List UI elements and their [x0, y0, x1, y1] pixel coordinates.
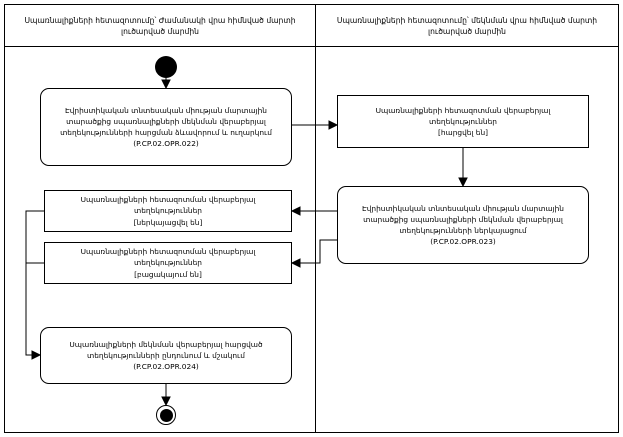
- object-node-2[interactable]: Սպառնալիքների հետազոտման վերաբերյալ տեղե…: [44, 190, 292, 232]
- activity-node-2-label: Էվրիստիկական տնտեսական միության մարտային…: [361, 203, 564, 247]
- swimlane-header-right: Սպառնալիքների հետազոտումը՝ մեկնման վրա հ…: [316, 5, 618, 46]
- activity-node-2[interactable]: Էվրիստիկական տնտեսական միության մարտային…: [337, 186, 589, 264]
- swimlane-header-right-label: Սպառնալիքների հետազոտումը՝ մեկնման վրա հ…: [336, 15, 598, 36]
- object-node-1-label: Սպառնալիքների հետազոտման վերաբերյալ տեղե…: [375, 105, 551, 138]
- final-node-inner: [159, 408, 173, 422]
- lane-vertical-divider: [315, 4, 316, 433]
- final-node: [156, 405, 176, 425]
- activity-node-1-label: Էվրիստիկական տնտեսական միության մարտային…: [60, 105, 272, 149]
- lane-header-separator: [4, 46, 619, 47]
- initial-node: [155, 56, 177, 78]
- activity-node-3-label: Սպառնալիքների մեկնման վերաբերյալ հարցված…: [69, 339, 263, 372]
- object-node-3[interactable]: Սպառնալիքների հետազոտման վերաբերյալ տեղե…: [44, 242, 292, 284]
- object-node-1[interactable]: Սպառնալիքների հետազոտման վերաբերյալ տեղե…: [337, 95, 589, 148]
- activity-node-1[interactable]: Էվրիստիկական տնտեսական միության մարտային…: [40, 88, 292, 166]
- swimlane-header-left: Սպառնալիքների հետազոտումը՝ Ժամանակի վրա …: [5, 5, 315, 46]
- swimlane-header-left-label: Սպառնալիքների հետազոտումը՝ Ժամանակի վրա …: [24, 15, 296, 36]
- activity-node-3[interactable]: Սպառնալիքների մեկնման վերաբերյալ հարցված…: [40, 327, 292, 384]
- object-node-2-label: Սպառնալիքների հետազոտման վերաբերյալ տեղե…: [80, 195, 256, 227]
- diagram-frame: [4, 4, 619, 433]
- object-node-3-label: Սպառնալիքների հետազոտման վերաբերյալ տեղե…: [80, 247, 256, 279]
